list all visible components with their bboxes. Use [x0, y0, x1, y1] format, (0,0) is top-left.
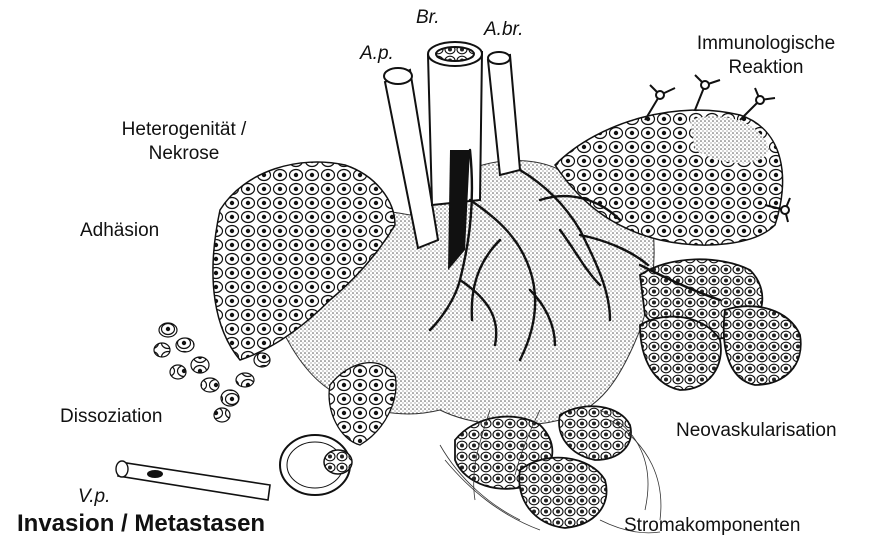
label-heterogeneity-line2: Nekrose [104, 142, 264, 166]
label-heterogeneity-necrosis: Heterogenität / Nekrose [104, 118, 264, 166]
label-arteria-bronchialis: A.br. [484, 18, 523, 42]
label-neovascularisation: Neovaskularisation [676, 419, 837, 443]
label-dissociation: Dissoziation [60, 405, 162, 429]
bottom-cluster-3 [559, 406, 631, 460]
bottom-cluster-2 [519, 458, 606, 528]
right-middle-cluster-3 [724, 306, 801, 385]
label-immunological-reaction: Immunologische Reaktion [676, 32, 856, 80]
label-arteria-pulmonalis: A.p. [360, 42, 394, 66]
label-invasion-metastases: Invasion / Metastasen [17, 512, 265, 536]
label-adhesion: Adhäsion [80, 219, 159, 243]
label-heterogeneity-line1: Heterogenität / [104, 118, 264, 142]
right-middle-cluster-2 [640, 317, 721, 390]
label-vena-pulmonalis: V.p. [78, 485, 110, 509]
label-stromal-components: Stromakomponenten [624, 514, 800, 538]
label-immunological-reaction-line1: Immunologische [676, 32, 856, 56]
label-immunological-reaction-line2: Reaktion [676, 56, 856, 80]
label-bronchus: Br. [416, 6, 440, 30]
lower-left-cluster [329, 363, 396, 445]
vena-pulmonalis-vessel [118, 462, 270, 500]
